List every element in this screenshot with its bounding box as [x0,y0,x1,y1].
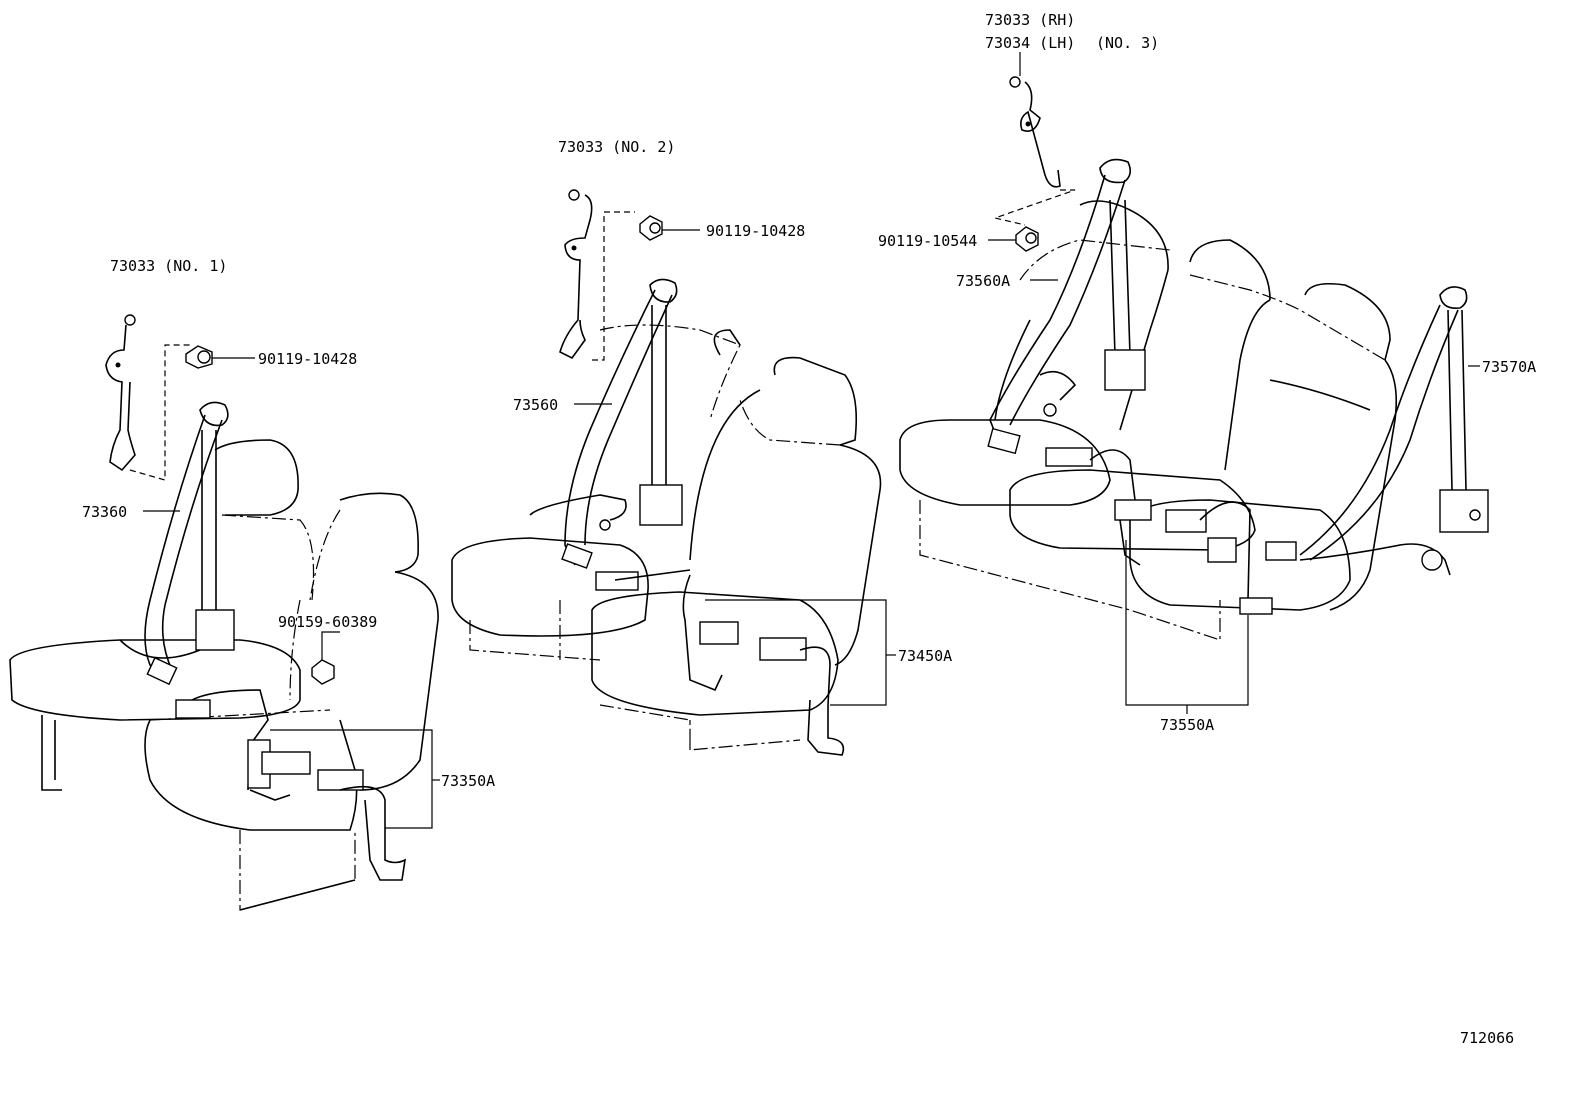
label-73570A: 73570A [1482,358,1536,376]
label-73360: 73360 [82,503,127,521]
label-73450A: 73450A [898,647,952,665]
bolt-90119-10428-g1 [185,345,255,369]
label-90119-10428-g1: 90119-10428 [258,350,357,368]
label-73033-rh: 73033 (RH) [985,11,1075,29]
seat-2-frame [451,324,882,751]
anchor-73033-no2 [559,189,635,361]
seat-belt-73360 [119,401,235,686]
seat-group-1: 73033 (NO. 1) 90119-10428 73360 90159-60… [9,257,495,911]
label-90119-10544: 90119-10544 [878,232,977,250]
buckle-73450A [595,569,887,756]
label-73033-no2: 73033 (NO. 2) [558,138,675,156]
seat-belt-73560 [529,278,683,569]
seat-belt-73560A [987,158,1146,455]
label-73350A: 73350A [441,772,495,790]
label-73560A: 73560A [956,272,1010,290]
seat-3-frame [899,200,1398,641]
label-73033-no1: 73033 (NO. 1) [110,257,227,275]
buckle-73350A [175,689,433,881]
label-73560: 73560 [513,396,558,414]
seat-group-3: 73033 (RH) 73034 (LH) (NO. 3) 90119-1054… [878,11,1536,734]
label-73550A: 73550A [1160,716,1214,734]
anchor-73033-73034-no3 [992,76,1076,226]
label-90119-10428-g2: 90119-10428 [706,222,805,240]
label-73034-lh: 73034 (LH) [985,34,1075,52]
label-no3: (NO. 3) [1096,34,1159,52]
buckle-73550A [1045,447,1273,706]
anchor-73033-no1 [105,314,190,481]
label-90159-60389: 90159-60389 [278,613,377,631]
seat-belt-73570A [1265,286,1489,576]
bolt-90119-10428-g2 [639,215,700,241]
bolt-90159-60389 [311,631,340,685]
seat-1-frame [9,439,439,911]
diagram-id: 712066 [1460,1029,1514,1047]
seat-group-2: 73033 (NO. 2) 90119-10428 73560 73450A [451,138,952,756]
bolt-90119-10544 [988,226,1039,252]
